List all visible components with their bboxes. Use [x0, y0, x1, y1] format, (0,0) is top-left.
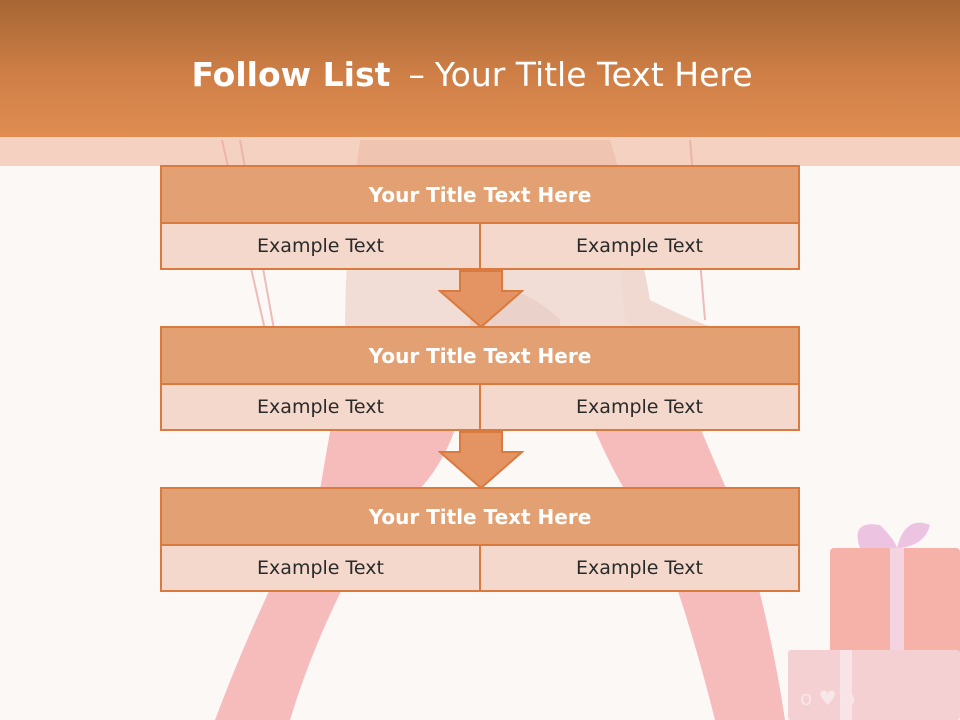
list-block-title: Your Title Text Here — [162, 328, 798, 385]
list-block-row: Example Text Example Text — [162, 224, 798, 268]
header-strip — [0, 137, 960, 166]
list-block-1: Your Title Text Here Example Text Exampl… — [160, 165, 800, 270]
slide-title-rest: Your Title Text Here — [434, 55, 753, 94]
slide-title: Follow List–Your Title Text Here — [0, 52, 944, 98]
list-block-row: Example Text Example Text — [162, 546, 798, 590]
list-block-cell-right: Example Text — [479, 546, 798, 590]
list-block-row: Example Text Example Text — [162, 385, 798, 429]
list-block-cell-left: Example Text — [162, 546, 479, 590]
list-block-cell-right: Example Text — [479, 224, 798, 268]
gift-box-icon: o ♥ o — [788, 522, 960, 720]
list-block-title: Your Title Text Here — [162, 489, 798, 546]
list-block-2: Your Title Text Here Example Text Exampl… — [160, 326, 800, 431]
slide-title-separator: – — [408, 55, 425, 94]
list-block-3: Your Title Text Here Example Text Exampl… — [160, 487, 800, 592]
list-block-cell-left: Example Text — [162, 224, 479, 268]
down-arrow-icon — [438, 270, 524, 328]
list-block-cell-right: Example Text — [479, 385, 798, 429]
svg-text:o ♥ o: o ♥ o — [800, 686, 855, 710]
down-arrow-icon — [438, 431, 524, 489]
list-block-title: Your Title Text Here — [162, 167, 798, 224]
slide-title-bold: Follow List — [191, 55, 391, 94]
list-block-cell-left: Example Text — [162, 385, 479, 429]
header-bar — [0, 0, 960, 137]
